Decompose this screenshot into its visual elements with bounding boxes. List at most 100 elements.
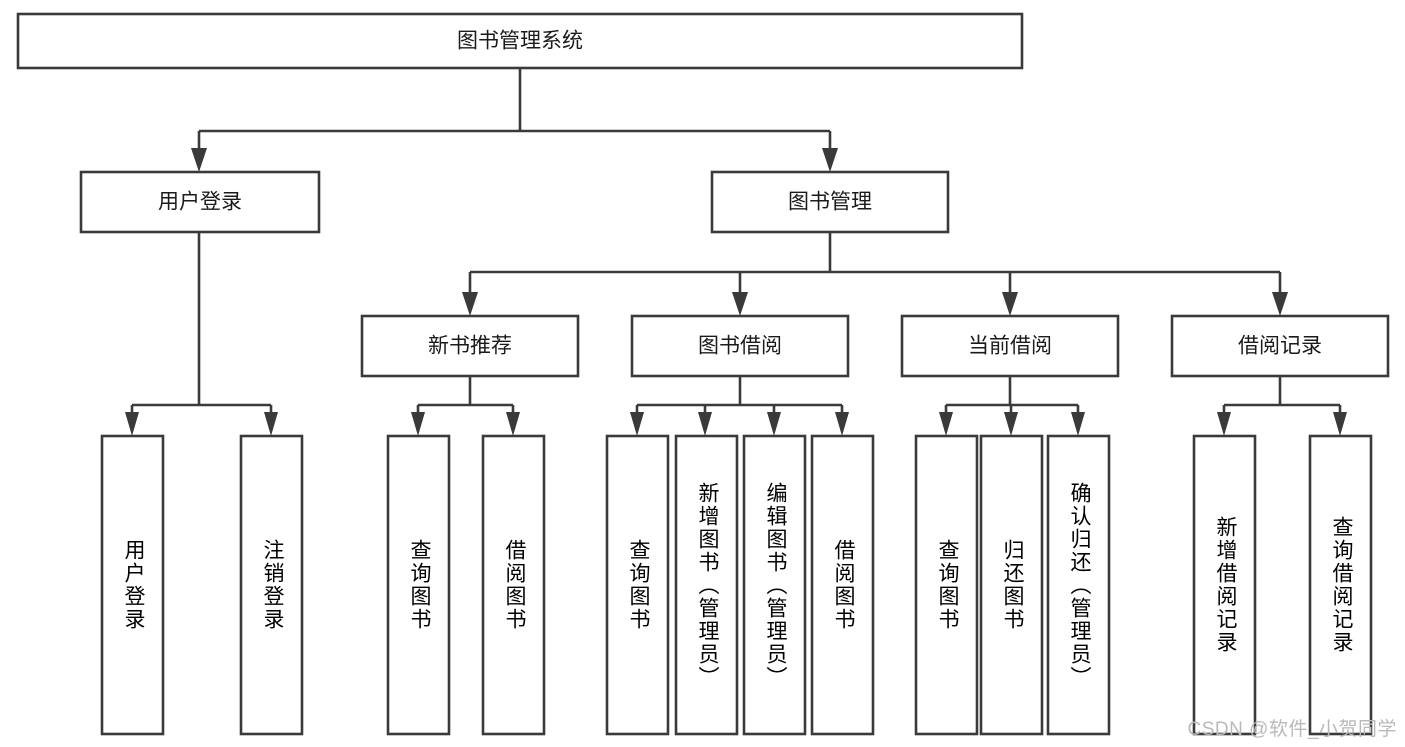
leaf-book-borrow-3[interactable]: 借阅图书 — [810, 434, 875, 736]
connector-new-book-to-leaves — [411, 376, 520, 436]
node-borrow-record-box[interactable] — [1170, 314, 1390, 378]
arrow-head-icon — [767, 412, 781, 436]
leaf-box[interactable] — [1308, 434, 1373, 736]
leaf-box[interactable] — [742, 434, 807, 736]
connector-book-borrow-to-leaves — [630, 376, 849, 436]
node-user-login-box[interactable] — [79, 170, 321, 234]
leaf-box[interactable] — [481, 434, 546, 736]
node-root-system[interactable]: 图书管理系统 — [16, 12, 1024, 70]
leaf-label: 用户登录 — [121, 539, 145, 631]
leaf-user-login-0[interactable]: 用户登录 — [100, 434, 165, 736]
node-new-book-recommend[interactable]: 新书推荐 — [360, 314, 580, 378]
node-borrow-record-label: 借阅记录 — [1238, 335, 1322, 358]
node-book-borrow[interactable]: 图书借阅 — [630, 314, 850, 378]
arrow-head-icon — [1333, 412, 1347, 436]
leaf-box[interactable] — [1192, 434, 1257, 736]
leaf-box[interactable] — [979, 434, 1044, 736]
node-book-management-box[interactable] — [710, 170, 950, 234]
node-current-borrow-box[interactable] — [900, 314, 1120, 378]
node-current-borrow[interactable]: 当前借阅 — [900, 314, 1120, 378]
leaf-current-borrow-1[interactable]: 归还图书 — [979, 434, 1044, 736]
leaf-text-holder: 新增借阅记录 — [1213, 516, 1237, 654]
leaf-text-holder: 借阅图书 — [831, 539, 855, 631]
leaf-book-borrow-0[interactable]: 查询图书 — [605, 434, 670, 736]
leaf-box[interactable] — [100, 434, 165, 736]
arrow-head-icon — [698, 412, 712, 436]
leaf-borrow-record-0[interactable]: 新增借阅记录 — [1192, 434, 1257, 736]
leaf-label: 借阅图书 — [502, 539, 526, 631]
leaf-box[interactable] — [1046, 434, 1111, 736]
node-user-login[interactable]: 用户登录 — [79, 170, 321, 234]
leaf-text-holder: 查询借阅记录 — [1329, 516, 1353, 654]
leaf-text-holder: 查询图书 — [626, 539, 650, 631]
connector-current-borrow-to-leaves — [939, 376, 1085, 436]
leaf-box[interactable] — [810, 434, 875, 736]
leaf-label: 编辑图书（管理员） — [763, 481, 787, 689]
node-book-borrow-label: 图书借阅 — [698, 335, 782, 358]
arrow-head-icon — [1272, 292, 1288, 316]
arrow-head-icon — [939, 412, 953, 436]
leaf-text-holder: 借阅图书 — [502, 539, 526, 631]
arrow-head-icon — [822, 148, 838, 172]
node-root-label: 图书管理系统 — [457, 30, 583, 53]
arrow-head-icon — [732, 292, 748, 316]
node-borrow-record[interactable]: 借阅记录 — [1170, 314, 1390, 378]
node-book-management-label: 图书管理 — [788, 191, 872, 214]
node-current-borrow-label: 当前借阅 — [968, 335, 1052, 358]
leaf-text-holder: 新增图书（管理员） — [695, 481, 719, 689]
connector-book-mgmt-to-level3 — [462, 232, 1288, 316]
node-book-borrow-box[interactable] — [630, 314, 850, 378]
arrow-head-icon — [1002, 292, 1018, 316]
leaf-user-login-1[interactable]: 注销登录 — [239, 434, 304, 736]
leaf-label: 新增图书（管理员） — [695, 481, 719, 689]
arrow-head-icon — [191, 148, 207, 172]
arrow-head-icon — [1071, 412, 1085, 436]
leaf-label: 查询图书 — [935, 539, 959, 631]
connector-user-login-to-leaves — [125, 232, 278, 436]
arrow-head-icon — [462, 292, 478, 316]
arrow-head-icon — [264, 412, 278, 436]
connector-borrow-record-to-leaves — [1217, 376, 1347, 436]
node-new-book-recommend-box[interactable] — [360, 314, 580, 378]
leaf-label: 查询借阅记录 — [1329, 516, 1353, 654]
leaf-new-book-1[interactable]: 借阅图书 — [481, 434, 546, 736]
leaf-label: 查询图书 — [407, 539, 431, 631]
arrow-head-icon — [1004, 412, 1018, 436]
leaf-book-borrow-2[interactable]: 编辑图书（管理员） — [742, 434, 807, 736]
arrow-head-icon — [630, 412, 644, 436]
arrow-head-icon — [835, 412, 849, 436]
leaf-current-borrow-2[interactable]: 确认归还（管理员） — [1046, 434, 1111, 736]
leaf-label: 借阅图书 — [831, 539, 855, 631]
leaf-text-holder: 查询图书 — [407, 539, 431, 631]
node-root-box[interactable] — [16, 12, 1024, 70]
leaf-box[interactable] — [239, 434, 304, 736]
leaf-text-holder: 归还图书 — [1000, 539, 1024, 631]
leaf-label: 查询图书 — [626, 539, 650, 631]
arrow-head-icon — [506, 412, 520, 436]
node-user-login-label: 用户登录 — [158, 191, 242, 214]
leaf-new-book-0[interactable]: 查询图书 — [386, 434, 451, 736]
leaf-label: 新增借阅记录 — [1213, 516, 1237, 654]
leaf-box[interactable] — [914, 434, 979, 736]
leaf-text-holder: 确认归还（管理员） — [1067, 481, 1091, 689]
arrow-head-icon — [411, 412, 425, 436]
leaf-book-borrow-1[interactable]: 新增图书（管理员） — [674, 434, 739, 736]
leaf-label: 注销登录 — [260, 539, 284, 631]
leaf-borrow-record-1[interactable]: 查询借阅记录 — [1308, 434, 1373, 736]
leaf-current-borrow-0[interactable]: 查询图书 — [914, 434, 979, 736]
node-new-book-recommend-label: 新书推荐 — [428, 335, 512, 358]
arrow-head-icon — [1217, 412, 1231, 436]
leaf-box[interactable] — [674, 434, 739, 736]
leaf-text-holder: 查询图书 — [935, 539, 959, 631]
arrow-head-icon — [125, 412, 139, 436]
leaf-text-holder: 注销登录 — [260, 539, 284, 631]
leaf-label: 归还图书 — [1000, 539, 1024, 631]
leaf-text-holder: 编辑图书（管理员） — [763, 481, 787, 689]
leaf-label: 确认归还（管理员） — [1067, 481, 1091, 689]
leaf-box[interactable] — [386, 434, 451, 736]
node-book-management[interactable]: 图书管理 — [710, 170, 950, 234]
leaf-text-holder: 用户登录 — [121, 539, 145, 631]
leaf-box[interactable] — [605, 434, 670, 736]
